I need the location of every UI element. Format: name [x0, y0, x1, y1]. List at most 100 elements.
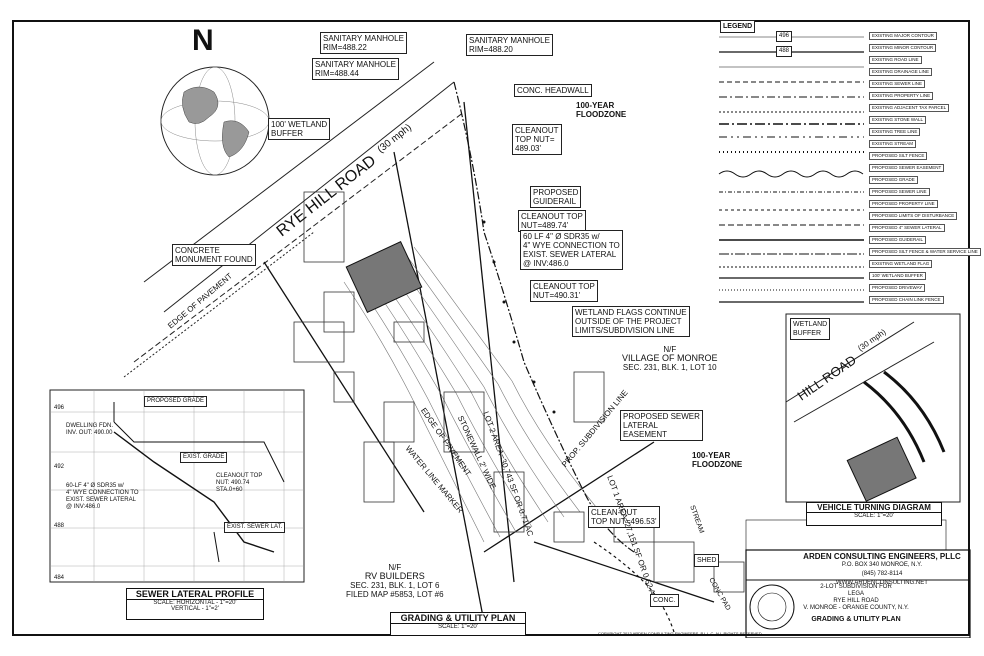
drawing-sheet: N RYE HILL ROAD (30 mph) SANITARY MANHOL…: [12, 20, 981, 638]
lateral-note-line4: @ INV:486.0: [523, 259, 569, 268]
legend-lines: [718, 36, 864, 303]
wetland-buffer-line2: BUFFER: [271, 129, 303, 138]
cleanout-2-line1: CLEANOUT TOP: [521, 212, 583, 221]
inset-title: VEHICLE TURNING DIAGRAM: [807, 503, 941, 513]
profile-title: SEWER LATERAL PROFILE: [127, 589, 263, 600]
legend-description: EXISTING MINOR CONTOUR: [869, 44, 937, 52]
firm-web: WWW.ARDENCONSULTING.NET: [836, 580, 928, 586]
profile-scale-v: VERTICAL - 1"=2': [171, 606, 219, 612]
firm-block: ARDEN CONSULTING ENGINEERS, PLLC P.O. BO…: [796, 552, 968, 588]
sewer-profile-grid: [49, 389, 305, 583]
legend-contour-label: 488: [776, 46, 793, 57]
guiderail-line1: PROPOSED: [533, 188, 579, 197]
nf-1: N/F: [663, 345, 677, 354]
legend-description: EXISTING ROAD LINE: [869, 56, 922, 64]
legend-description: PROPOSED GUIDERAIL: [869, 236, 927, 244]
rv-sec: SEC. 231, BLK. 1, LOT 6: [350, 581, 440, 590]
profile-y-tick: 488: [54, 523, 65, 529]
floodzone-bottom-line2: FLOODZONE: [692, 460, 743, 469]
cleanout-1-line2: TOP NUT=: [515, 135, 555, 144]
village-name: VILLAGE OF MONROE: [622, 353, 718, 363]
wetland-flags-line2: OUTSIDE OF THE PROJECT: [575, 317, 682, 326]
north-arrow-label: N: [192, 24, 214, 57]
legend-description: EXISTING MAJOR CONTOUR: [869, 32, 937, 40]
main-scale: SCALE: 1"=20': [438, 624, 478, 630]
inset-wetland-line2: BUFFER: [793, 330, 821, 337]
wetland-flags-line1: WETLAND FLAGS CONTINUE: [575, 308, 687, 317]
lateral-note-line1: 60 LF 4" Ø SDR35 w/: [523, 232, 600, 241]
project-line1: 2-LOT SUBDIVISION FOR: [820, 584, 892, 590]
lateral-note-line2: 4" WYE CONNECTION TO: [523, 241, 620, 250]
profile-note-line2: 4" WYE CONNECTION TO: [66, 490, 139, 496]
legend-description: EXISTING WETLAND FLAG: [869, 260, 933, 268]
site-plan-linework: [49, 36, 971, 638]
sheet-title: GRADING & UTILITY PLAN: [811, 616, 901, 623]
legend-description: PROPOSED DRIVEWAY: [869, 284, 926, 292]
rv-map: FILED MAP #5853, LOT #6: [346, 590, 444, 599]
profile-dwelling-line2: INV. OUT: 490.00: [66, 430, 113, 436]
cleanout-4-line2: TOP NUT=496.53': [591, 517, 657, 526]
cleanout-2-line2: NUT=489.74': [521, 221, 569, 230]
monument-line2: MONUMENT FOUND: [175, 255, 253, 264]
cleanout-4-line1: CLEAN-OUT: [591, 508, 638, 517]
profile-title-block: SEWER LATERAL PROFILE SCALE: HORIZONTAL …: [126, 588, 264, 620]
profile-scale-h: SCALE: HORIZONTAL - 1"=20': [153, 600, 237, 606]
firm-name: ARDEN CONSULTING ENGINEERS, PLLC: [803, 552, 961, 561]
turning-diagram-frame: [785, 313, 961, 503]
profile-exist-grade: EXIST. GRADE: [180, 452, 228, 463]
inset-title-block: VEHICLE TURNING DIAGRAM SCALE: 1"=20': [806, 502, 942, 526]
profile-cleanout-line1: CLEANOUT TOP: [216, 473, 263, 479]
floodzone-top-line1: 100-YEAR: [576, 101, 615, 110]
legend-description: PROPOSED 4" SEWER LATERAL: [869, 224, 945, 232]
manhole-2-rim: RIM=488.20: [469, 45, 513, 54]
legend-description: PROPOSED SEWER LINE: [869, 188, 930, 196]
project-line3: RYE HILL ROAD: [833, 598, 879, 604]
legend-description: EXISTING STONE WALL: [869, 116, 927, 124]
legend-description: EXISTING ADJACENT TAX PARCEL: [869, 104, 950, 112]
profile-proposed-grade: PROPOSED GRADE: [144, 396, 208, 407]
cleanout-1-line1: CLEANOUT: [515, 126, 559, 135]
legend-description: PROPOSED SILT FENCE & WATER SERVICE LINE: [869, 248, 981, 256]
nf-2: N/F: [388, 563, 402, 572]
sewer-easement-line2: LATERAL: [623, 421, 658, 430]
cleanout-3-line1: CLEANOUT TOP: [533, 282, 595, 291]
profile-dwelling-line1: DWELLING FDN.: [66, 423, 114, 429]
manhole-2-title: SANITARY MANHOLE: [469, 36, 550, 45]
legend-description: EXISTING DRAINAGE LINE: [869, 68, 933, 76]
manhole-3-rim: RIM=488.44: [315, 69, 359, 78]
legend-description: EXISTING TREE LINE: [869, 128, 921, 136]
profile-dwelling: DWELLING FDN.INV. OUT: 490.00: [64, 422, 115, 438]
copyright-text: COPYRIGHT 2013 ARDEN CONSULTING ENGINEER…: [598, 631, 762, 636]
profile-y-tick: 496: [54, 405, 65, 411]
globe-icon: [160, 66, 270, 176]
manhole-3-title: SANITARY MANHOLE: [315, 60, 396, 69]
wetland-buffer-line1: 100' WETLAND: [271, 120, 328, 129]
wetland-flags-line3: LIMITS/SUBDIVISION LINE: [575, 326, 675, 335]
profile-exist-lateral: EXIST. SEWER LAT.: [224, 522, 286, 533]
sewer-easement-line1: PROPOSED SEWER: [623, 412, 700, 421]
project-line2: LEGA: [847, 591, 864, 597]
profile-note-line3: EXIST. SEWER LATERAL: [66, 497, 136, 503]
headwall-label: CONC. HEADWALL: [514, 84, 592, 97]
shed-label: SHED: [694, 554, 720, 567]
legend-description: PROPOSED CHAIN LINK FENCE: [869, 296, 944, 304]
monument-line1: CONCRETE: [175, 246, 220, 255]
cleanout-1-line3: 489.03': [515, 144, 541, 153]
project-line4: V. MONROE - ORANGE COUNTY, N.Y.: [803, 605, 909, 611]
legend-description: PROPOSED SILT FENCE: [869, 152, 928, 160]
legend-contour-label: 496: [776, 31, 793, 42]
